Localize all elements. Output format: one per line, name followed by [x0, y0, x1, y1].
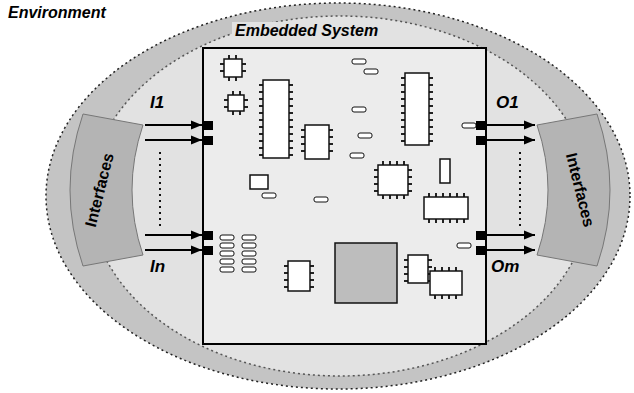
connector-pin — [204, 136, 213, 145]
ic-chip — [335, 243, 397, 303]
ic-chip — [408, 255, 428, 283]
resistor-symbol — [457, 243, 471, 248]
resistor-symbol — [220, 267, 234, 272]
connector-pin — [476, 231, 485, 240]
signal-arrow — [487, 234, 535, 236]
signal-name: In — [150, 257, 165, 277]
resistor-symbol — [262, 193, 276, 198]
environment-outer-ellipse — [46, 3, 630, 389]
label-slot: In — [150, 257, 165, 277]
system-title: Embedded System — [232, 22, 381, 40]
resistor-symbol — [242, 243, 256, 248]
signal-arrow — [145, 124, 202, 126]
signal-arrow — [487, 124, 535, 126]
label-slot: Om — [491, 257, 519, 277]
resistor-symbol — [220, 259, 234, 264]
resistor-symbol — [242, 259, 256, 264]
continuation-dots — [159, 152, 161, 226]
signal-name: O1 — [496, 93, 519, 113]
ic-chip — [224, 59, 242, 77]
embedded-system-board: Embedded System — [202, 47, 487, 345]
signal-arrow — [487, 249, 535, 251]
resistor-symbol — [358, 133, 372, 138]
ic-chip — [305, 125, 329, 159]
resistor-symbol — [352, 107, 366, 112]
ic-chip — [228, 95, 244, 111]
signal-arrow — [145, 139, 202, 141]
resistor-symbol — [352, 59, 366, 64]
signal-arrow — [145, 249, 202, 251]
label-slot: I1 — [150, 93, 164, 113]
continuation-dots — [519, 152, 521, 226]
signal-arrow — [145, 234, 202, 236]
resistor-symbol — [350, 153, 364, 158]
ic-chip — [378, 165, 408, 195]
pcb-outline — [203, 48, 486, 344]
connector-pin — [204, 121, 213, 130]
circuit-board — [202, 47, 487, 345]
connector-pin — [476, 136, 485, 145]
resistor-symbol — [220, 235, 234, 240]
connector-pin — [204, 246, 213, 255]
ic-chip — [405, 73, 429, 145]
interface-band: Interfaces — [55, 113, 145, 267]
connector-pin — [204, 231, 213, 240]
signal-name: I1 — [150, 93, 164, 113]
ic-chip — [440, 159, 450, 183]
ic-chip — [263, 80, 289, 158]
resistor-symbol — [220, 243, 234, 248]
resistor-symbol — [242, 235, 256, 240]
ic-chip — [288, 261, 310, 291]
ic-chip — [250, 175, 268, 189]
signal-name: Om — [491, 257, 519, 277]
label-slot: O1 — [496, 93, 519, 113]
connector-pin — [476, 121, 485, 130]
ic-chip — [430, 271, 462, 295]
interface-band-shape — [537, 114, 610, 266]
interface-band: Interfaces — [535, 113, 625, 267]
signal-arrow — [487, 139, 535, 141]
environment-inner-ellipse — [90, 16, 590, 376]
region-label: Environment — [8, 4, 106, 22]
resistor-symbol — [242, 251, 256, 256]
connector-pin — [476, 246, 485, 255]
resistor-symbol — [220, 251, 234, 256]
interface-band-shape — [70, 114, 143, 266]
resistor-symbol — [242, 267, 256, 272]
resistor-symbol — [314, 197, 328, 202]
ic-chip — [424, 197, 468, 219]
resistor-symbol — [364, 69, 378, 74]
resistor-symbol — [462, 123, 476, 128]
